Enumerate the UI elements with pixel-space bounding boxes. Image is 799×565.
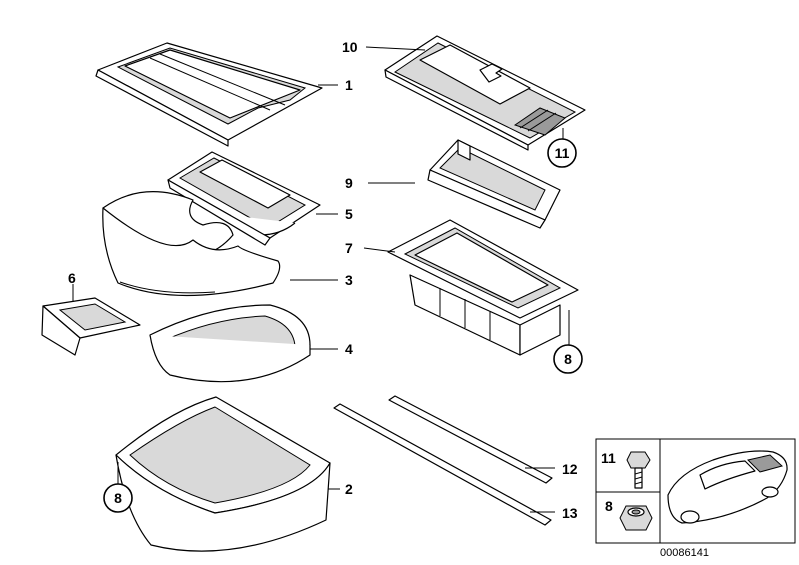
label-part-8-right: 8 bbox=[564, 351, 572, 367]
part-13-strip bbox=[333, 403, 552, 526]
part-5-tray-insert bbox=[167, 151, 321, 246]
part-12-strip bbox=[388, 395, 553, 484]
label-part-2: 2 bbox=[345, 481, 353, 497]
nut-icon bbox=[619, 505, 653, 531]
part-3-curved-shell bbox=[102, 191, 281, 297]
part-2-lower-tub bbox=[115, 396, 331, 552]
label-part-6: 6 bbox=[68, 270, 76, 286]
label-part-13: 13 bbox=[562, 505, 578, 521]
inset-label-11: 11 bbox=[601, 450, 616, 466]
car-location-icon bbox=[667, 450, 788, 524]
part-1-floor-cover bbox=[95, 42, 323, 147]
part-9-box-divider bbox=[427, 139, 561, 229]
label-part-10: 10 bbox=[342, 39, 358, 55]
ring-part-8-right bbox=[553, 344, 583, 374]
label-part-1: 1 bbox=[345, 77, 353, 93]
inset-label-8: 8 bbox=[605, 498, 613, 514]
label-part-8-left: 8 bbox=[114, 490, 122, 506]
part-7-storage-box bbox=[387, 219, 579, 356]
part-6-bracket bbox=[41, 297, 141, 356]
ring-part-11 bbox=[547, 138, 577, 168]
leader-10 bbox=[365, 46, 426, 51]
part-4-tool-tray bbox=[149, 304, 311, 383]
inset-panel: 11 8 bbox=[595, 438, 796, 544]
label-part-3: 3 bbox=[345, 272, 353, 288]
part-10-box-lid bbox=[384, 35, 586, 151]
bolt-icon bbox=[626, 451, 651, 489]
label-part-11: 11 bbox=[555, 145, 570, 161]
label-part-12: 12 bbox=[562, 461, 578, 477]
ring-part-8-left bbox=[103, 483, 133, 513]
label-part-9: 9 bbox=[345, 175, 353, 191]
label-part-7: 7 bbox=[345, 240, 353, 256]
label-part-5: 5 bbox=[345, 206, 353, 222]
drawing-number: 00086141 bbox=[660, 547, 709, 559]
leader-7 bbox=[363, 247, 396, 253]
label-part-4: 4 bbox=[345, 341, 353, 357]
